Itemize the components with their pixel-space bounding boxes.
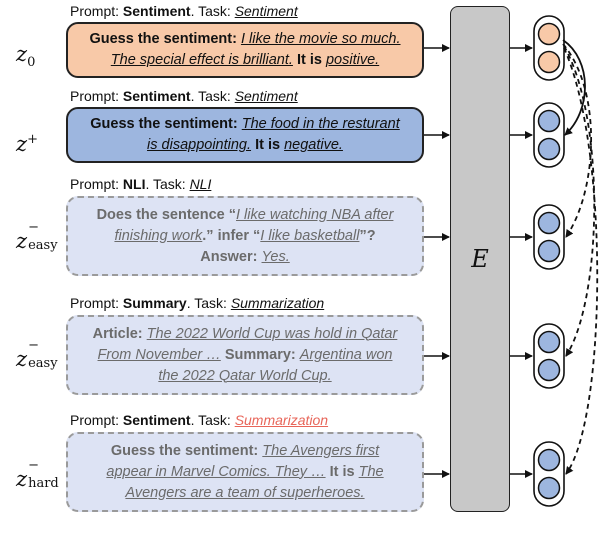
z-symbol: z — [16, 42, 28, 66]
task-name: Summarization — [234, 412, 329, 428]
prompt-label: Prompt: — [70, 412, 120, 428]
task-label: . Task: — [190, 3, 231, 19]
z-subscript: easy — [28, 356, 58, 371]
prompt-name: Sentiment — [122, 412, 191, 428]
task-name: Sentiment — [234, 88, 298, 104]
z-subscript: 0 — [27, 55, 36, 71]
z-hard-label: z− hard — [16, 458, 63, 491]
prompt-label: Prompt: — [70, 3, 120, 19]
z-easy-label-1: z− easy — [16, 220, 58, 253]
easy-negative-box-2: Article: The 2022 World Cup was hold in … — [66, 315, 424, 395]
positive-example-box: Guess the sentiment: I like the movie so… — [66, 22, 424, 78]
prompt-label: Prompt: — [70, 295, 120, 311]
box-bold-text: Answer: — [200, 248, 258, 265]
z-superscript: − — [28, 220, 39, 235]
box-bold-text: .” infer “ — [202, 227, 261, 244]
positive-pair-arrow — [562, 39, 586, 136]
easy-negative-box-1: Does the sentence “I like watching NBA a… — [66, 196, 424, 276]
z-symbol: z — [16, 347, 28, 371]
box-text: From November … — [97, 346, 221, 363]
hard-negative-box: Guess the sentiment: The Avengers first … — [66, 432, 424, 512]
row-1-header: Prompt: Sentiment. Task: Sentiment — [70, 88, 298, 104]
box-text: I like basketball — [260, 227, 360, 244]
z-superscript: + — [27, 132, 38, 147]
box-text: I like the movie so much. — [240, 31, 401, 47]
box-text: The special effect is brilliant. — [110, 52, 293, 68]
task-label: . Task: — [190, 412, 231, 428]
z-scripts: − hard — [27, 458, 63, 491]
prompt-name: Sentiment — [122, 3, 191, 19]
embedding-z-hard — [533, 441, 565, 507]
box-bold-text: ”? — [359, 227, 376, 244]
box-text: is disappointing. — [147, 137, 252, 153]
encoder-label: E — [471, 245, 489, 273]
row-0-header: Prompt: Sentiment. Task: Sentiment — [70, 3, 298, 19]
box-text: negative. — [284, 137, 343, 153]
prompt-label: Prompt: — [70, 176, 120, 192]
z-symbol: z — [16, 467, 28, 491]
box-bold-text: Does the sentence “ — [96, 206, 236, 223]
box-bold-text: Guess the sentiment: — [89, 31, 237, 47]
task-name: Summarization — [230, 295, 325, 311]
negative-pair-arrow — [563, 47, 599, 475]
task-label: . Task: — [145, 176, 186, 192]
box-text: The food in the resturant — [241, 116, 400, 132]
box-text: The Avengers first — [262, 442, 380, 459]
box-text: The — [358, 463, 384, 480]
embedding-z-easy-1 — [533, 204, 565, 270]
box-text: appear in Marvel Comics. They … — [106, 463, 326, 480]
box-bold-text: Article: — [92, 325, 143, 342]
box-bold-text: It is — [296, 52, 322, 68]
z-superscript: − — [28, 458, 39, 473]
box-text: positive. — [325, 52, 380, 68]
encoder-block: E — [450, 6, 510, 512]
row-3-header: Prompt: Summary. Task: Summarization — [70, 295, 324, 311]
task-name: NLI — [189, 176, 212, 192]
box-text: Argentina won — [299, 346, 393, 363]
z0-label: z0 — [16, 42, 35, 75]
z-subscript: easy — [28, 238, 58, 253]
box-text: Yes. — [261, 248, 290, 265]
negative-pair-arrow — [562, 43, 592, 238]
box-text: Avengers are a team of superheroes. — [125, 484, 365, 501]
z-plus-label: z+ — [16, 128, 38, 156]
box-bold-text: It is — [329, 463, 355, 480]
task-label: . Task: — [186, 295, 227, 311]
embedding-z-easy-2 — [533, 323, 565, 389]
prompt-label: Prompt: — [70, 88, 120, 104]
z-scripts: − easy — [27, 220, 57, 253]
z-easy-label-2: z− easy — [16, 338, 58, 371]
task-name: Sentiment — [234, 3, 298, 19]
z-scripts: − easy — [27, 338, 57, 371]
embedding-z0 — [533, 15, 565, 81]
z-symbol: z — [16, 229, 28, 253]
embedding-z-plus — [533, 102, 565, 168]
task-label: . Task: — [190, 88, 231, 104]
prompt-name: NLI — [122, 176, 146, 192]
z-subscript: hard — [28, 476, 59, 491]
box-bold-text: Guess the sentiment: — [90, 116, 238, 132]
box-bold-text: Summary: — [224, 346, 296, 363]
box-bold-text: It is — [255, 137, 281, 153]
prompt-name: Sentiment — [122, 88, 191, 104]
row-4-header: Prompt: Sentiment. Task: Summarization — [70, 412, 328, 428]
row-2-header: Prompt: NLI. Task: NLI — [70, 176, 211, 192]
box-text: finishing work — [114, 227, 203, 244]
box-text: the 2022 Qatar World Cup. — [158, 367, 332, 384]
z-symbol: z — [16, 132, 28, 156]
prompt-name: Summary — [122, 295, 187, 311]
box-bold-text: Guess the sentiment: — [110, 442, 259, 459]
z-superscript: − — [28, 338, 39, 353]
box-text: I like watching NBA after — [236, 206, 394, 223]
box-text: The 2022 World Cup was hold in Qatar — [146, 325, 398, 342]
positive-pair-box: Guess the sentiment: The food in the res… — [66, 107, 424, 163]
